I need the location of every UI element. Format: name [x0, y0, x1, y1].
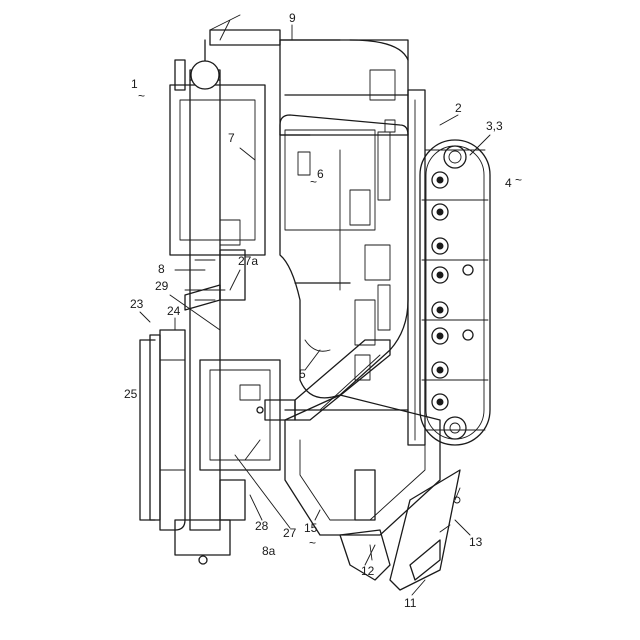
label-1: 1 — [131, 77, 138, 91]
label-6: 6 — [317, 167, 324, 181]
label-2: 2 — [455, 101, 462, 115]
leader-2 — [440, 115, 458, 125]
label-7: 7 — [228, 131, 235, 145]
leader-27a — [230, 270, 240, 290]
label-12: 12 — [361, 564, 375, 578]
label-8a: 8a — [262, 544, 276, 558]
track-rollers — [432, 172, 473, 410]
label-15: 15 — [304, 521, 318, 535]
label-6-tilde: ~ — [310, 175, 317, 189]
crawler-track — [420, 140, 490, 445]
header — [285, 395, 460, 590]
label-29: 29 — [155, 279, 169, 293]
label-5: 5 — [299, 367, 306, 381]
machine-body — [285, 90, 425, 445]
label-1-tilde: ~ — [138, 89, 145, 103]
label-4-tilde: ~ — [515, 173, 522, 187]
label-28: 28 — [255, 519, 269, 533]
leader-11 — [412, 580, 425, 595]
leader-23 — [140, 312, 150, 322]
leader-5 — [305, 350, 320, 370]
cabin — [140, 330, 295, 530]
label-8: 8 — [158, 262, 165, 276]
unloading-auger — [175, 40, 230, 564]
leader-27 — [235, 455, 290, 528]
label-27a: 27a — [238, 254, 258, 268]
leader-15 — [315, 510, 320, 520]
leader-13 — [455, 520, 470, 535]
feeder-house — [295, 340, 390, 420]
leader-28 — [250, 495, 262, 520]
label-23: 23 — [130, 297, 144, 311]
leader-7 — [240, 148, 255, 160]
drawing-body — [140, 15, 490, 590]
label-24: 24 — [167, 304, 181, 318]
label-13: 13 — [469, 535, 483, 549]
label-3-3: 3,3 — [486, 119, 503, 133]
label-15-tilde: ~ — [309, 536, 316, 550]
label-4: 4 — [505, 176, 512, 190]
label-9: 9 — [289, 11, 296, 25]
label-11: 11 — [404, 596, 417, 610]
label-25: 25 — [124, 387, 138, 401]
